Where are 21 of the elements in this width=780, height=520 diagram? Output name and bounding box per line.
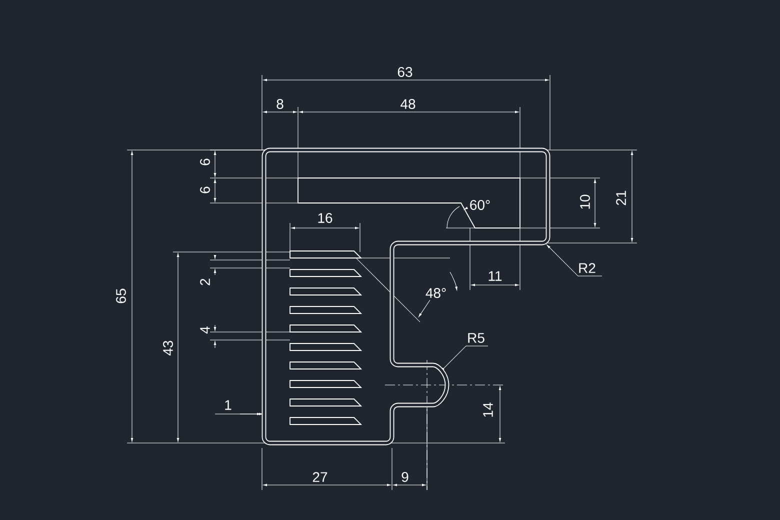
dimension-label: 16 [318, 213, 332, 223]
dimension-label: R5 [468, 333, 484, 343]
dimension-label: 43 [163, 340, 173, 356]
dimension-label: 21 [616, 190, 626, 206]
dimension-label: 8 [276, 99, 284, 109]
dimension-label: 11 [488, 271, 502, 281]
dimension-label: 65 [116, 288, 126, 304]
dimension-label: 14 [483, 402, 493, 417]
dimension-label: 6 [200, 158, 210, 166]
dimension-label: 2 [200, 278, 210, 286]
dimension-label: R2 [579, 263, 596, 273]
dimension-label: 63 [398, 67, 412, 77]
dimension-label: 6 [200, 186, 210, 194]
dimension-label: 4 [200, 326, 210, 334]
dimension-label: 27 [312, 472, 328, 482]
dimension-label: 48° [426, 288, 446, 298]
dimension-label: 60° [470, 200, 490, 210]
dimension-label: 48 [400, 99, 416, 109]
dimension-label: 1 [225, 400, 232, 410]
dimension-label: 9 [402, 472, 408, 482]
dimension-label: 10 [580, 194, 590, 209]
